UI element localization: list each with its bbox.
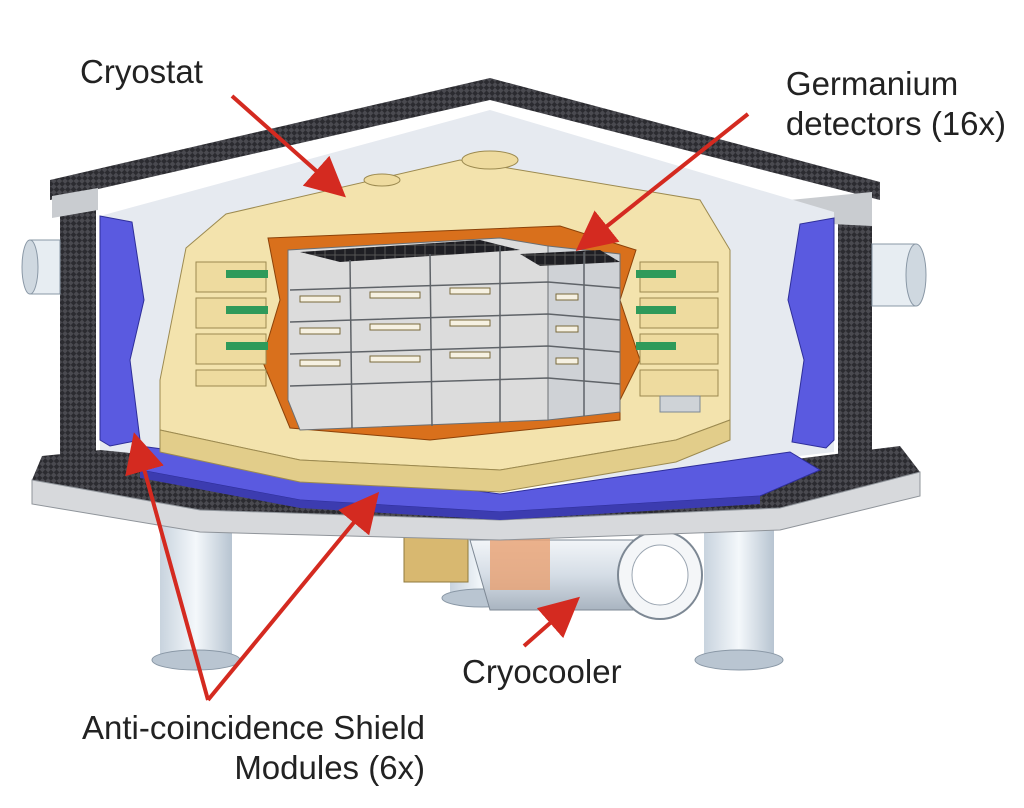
arrow-cryocooler	[522, 596, 581, 648]
germanium-label-line2: detectors (16x)	[785, 105, 1006, 142]
shield-label-line2: Modules (6x)	[234, 749, 426, 786]
side-port-right	[871, 243, 927, 307]
detector-brackets	[299, 287, 579, 367]
germanium-detector-stack	[287, 237, 621, 431]
electronics-boxes-left	[195, 261, 268, 387]
arrow-shield-center	[206, 491, 380, 702]
shield-modules-label: Anti-coincidence Shield Modules (6x)	[82, 708, 425, 788]
shield-module-ring	[99, 215, 835, 520]
detector-rows	[289, 246, 621, 429]
cryostat-label: Cryostat	[80, 53, 203, 90]
cryocooler-label: Cryocooler	[462, 653, 622, 690]
arrow-germanium	[575, 112, 750, 251]
pointer-arrows	[125, 94, 750, 702]
arrow-shield-left	[125, 432, 210, 701]
electronics-boxes-right	[636, 261, 719, 413]
side-port-left	[21, 239, 61, 295]
shield-label-line1: Anti-coincidence Shield	[82, 709, 426, 746]
germanium-detectors-label: Germanium detectors (16x)	[786, 64, 1006, 144]
cryocooler-cylinder	[403, 521, 703, 620]
arrow-cryostat	[230, 94, 346, 198]
germanium-label-line1: Germanium	[785, 65, 959, 102]
